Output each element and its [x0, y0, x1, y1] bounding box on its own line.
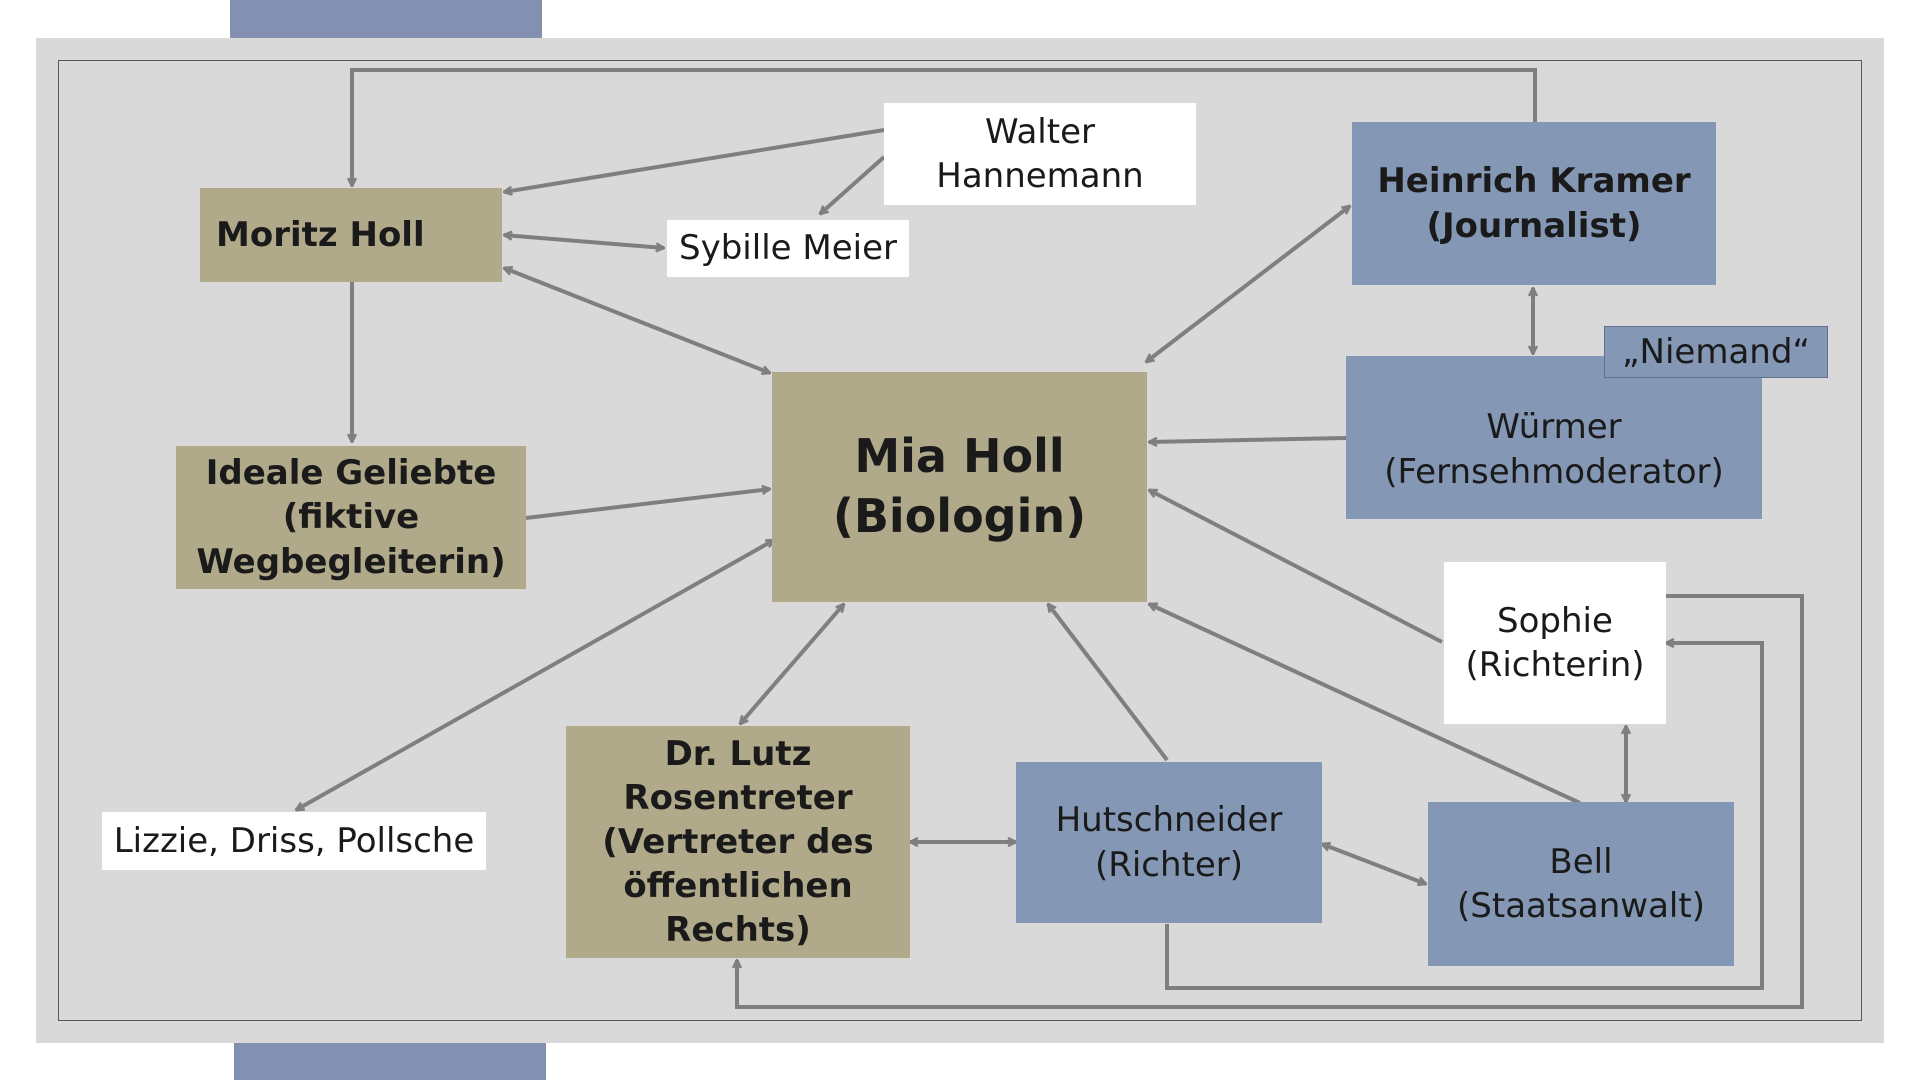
edge-hutschneider-bell — [1322, 844, 1426, 884]
edge-bell-to-mia — [1149, 602, 1581, 805]
node-niemand: „Niemand“ — [1604, 326, 1828, 378]
edge-walter-to-moritz — [504, 128, 885, 192]
edge-mia-lizzie — [296, 538, 774, 812]
edge-wuermer-to-mia — [1149, 436, 1347, 442]
edge-moritz-mia — [504, 268, 770, 373]
node-heinrich-kramer: Heinrich Kramer (Journalist) — [1352, 122, 1716, 285]
edge-kramer-mia — [1146, 206, 1350, 362]
node-lutz-rosentreter: Dr. Lutz Rosentreter (Vertreter des öffe… — [566, 726, 910, 958]
node-sophie: Sophie (Richterin) — [1444, 562, 1666, 724]
edge-sophie-to-lutz — [737, 594, 1804, 1009]
edge-ideale-to-mia — [525, 489, 770, 520]
node-walter-hannemann: Walter Hannemann — [884, 103, 1196, 205]
node-hutschneider: Hutschneider (Richter) — [1016, 762, 1322, 923]
top-accent-tab — [230, 0, 542, 38]
node-lizzie-driss-pollsche: Lizzie, Driss, Pollsche — [102, 812, 486, 870]
node-bell: Bell (Staatsanwalt) — [1428, 802, 1734, 966]
bottom-accent-tab — [234, 1043, 546, 1080]
node-ideale-geliebte: Ideale Geliebte (fiktive Wegbegleiterin) — [176, 446, 526, 589]
node-sybille-meier: Sybille Meier — [667, 220, 909, 277]
edge-moritz-sybille — [504, 235, 664, 248]
node-wuermer: Würmer (Fernsehmoderator) — [1346, 356, 1762, 519]
edge-kramer-to-moritz — [352, 68, 1537, 186]
edge-hutschneider-to-sophie — [1165, 643, 1764, 990]
node-mia-holl: Mia Holl (Biologin) — [772, 372, 1147, 602]
node-moritz-holl: Moritz Holl — [200, 188, 502, 282]
diagram-frame — [58, 60, 1862, 1021]
edge-hutschneider-to-mia — [1048, 604, 1169, 762]
edge-sophie-to-mia — [1149, 488, 1443, 644]
edge-mia-lutz — [740, 604, 844, 724]
edge-walter-to-sybille — [820, 155, 886, 214]
